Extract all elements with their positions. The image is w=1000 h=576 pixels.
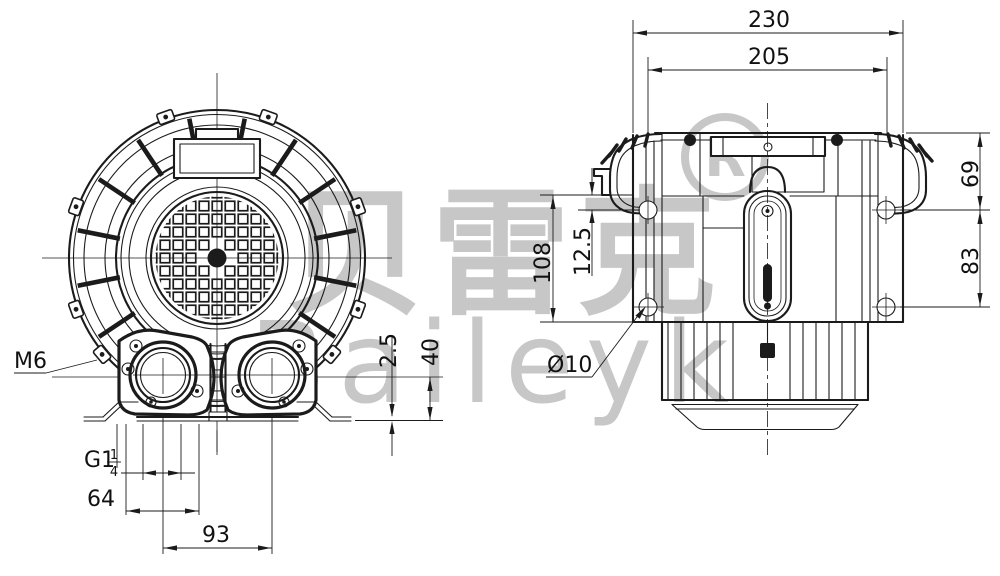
right-muffler-cap <box>831 132 934 216</box>
svg-text:4: 4 <box>110 465 118 480</box>
handle-recess <box>699 132 839 197</box>
svg-text:1: 1 <box>110 448 118 463</box>
dim-93-label: 93 <box>202 523 230 548</box>
thread-m6-label: M6 <box>14 349 47 374</box>
dim-83-label: 83 <box>959 247 984 275</box>
terminal-box <box>172 127 262 180</box>
side-view-drawing <box>592 103 934 458</box>
thread-g114-label: G1 1 4 <box>84 448 121 480</box>
cap-bolt-right <box>831 134 843 146</box>
registered-trademark-letter: R <box>704 126 746 189</box>
dim-69-label: 69 <box>959 160 984 188</box>
dim-64-label: 64 <box>87 487 115 512</box>
dim-2p5-label: 2.5 <box>377 333 402 368</box>
dim-hole-diameter-label: Ø10 <box>547 353 592 378</box>
dim-40-label: 40 <box>419 338 444 366</box>
dim-230-label: 230 <box>748 8 790 33</box>
dimensions: 230 205 69 83 108 12.5 Ø10 M6 <box>14 8 990 554</box>
handle-screw <box>763 142 773 152</box>
watermark-latin-text: Baileyk <box>249 299 741 429</box>
motor-end-cap <box>671 403 859 431</box>
svg-text:G1: G1 <box>84 448 115 473</box>
hose-grooves-left <box>600 132 650 165</box>
watermark: 贝雷克 Baileyk R <box>249 113 769 429</box>
foot-bracket <box>83 401 352 422</box>
dim-205-label: 205 <box>748 45 790 70</box>
port-flanges <box>117 328 318 422</box>
dim-12p5-label: 12.5 <box>571 227 596 276</box>
mounting-tabs <box>67 108 367 365</box>
cap-bolt-left <box>684 134 696 146</box>
dim-108-label: 108 <box>531 242 556 284</box>
motor-fins <box>667 323 856 399</box>
hose-grooves-right <box>886 132 934 163</box>
housing-outer-circle <box>67 108 367 408</box>
flange-bolt-holes <box>121 339 314 408</box>
fan-hub <box>207 248 227 268</box>
side-mounting-holes <box>634 196 900 321</box>
fan-cover-circle <box>149 190 285 326</box>
left-muffler-cap <box>592 132 696 216</box>
motor-housing <box>660 320 870 431</box>
